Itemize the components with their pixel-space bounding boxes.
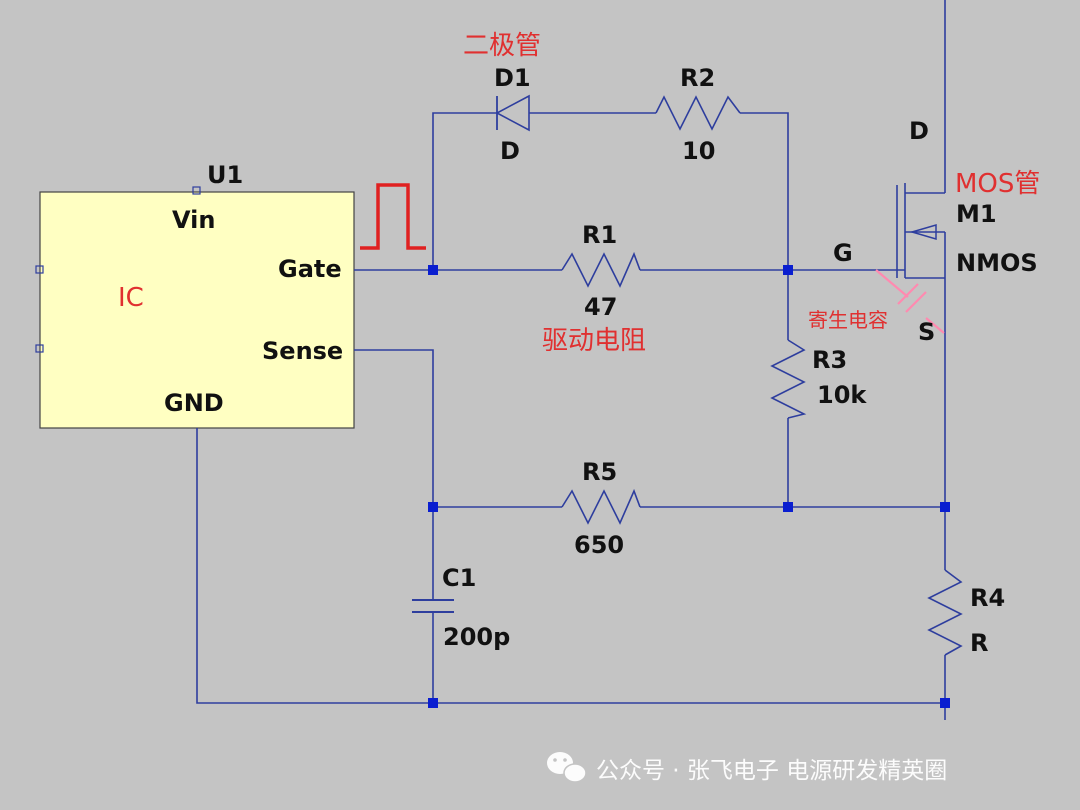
ic-block[interactable] <box>39 191 355 429</box>
ic-pin-sense-label: Sense <box>262 337 343 365</box>
r3-ref-label: R3 <box>812 346 847 374</box>
r2-value-label: 10 <box>682 137 715 165</box>
watermark-text: 公众号 · 张飞电子 电源研发精英圈 <box>596 758 947 784</box>
nmos-m1[interactable] <box>896 183 946 279</box>
parasitic-capacitor-marker <box>875 269 945 334</box>
junction-nodes <box>428 265 950 708</box>
resistor-r5[interactable] <box>561 488 641 525</box>
r4-value-label: R <box>970 629 988 657</box>
annotation-diode: 二极管 <box>463 31 541 61</box>
m1-value-label: NMOS <box>956 249 1038 277</box>
r5-value-label: 650 <box>574 531 624 559</box>
r5-ref-label: R5 <box>582 458 617 486</box>
ic-pin-vin-label: Vin <box>172 206 215 234</box>
ic-pin-marker-top <box>192 186 201 195</box>
resistor-r4[interactable] <box>927 569 963 656</box>
annotation-mos: MOS管 <box>955 169 1040 199</box>
r3-value-label: 10k <box>817 381 867 409</box>
ic-pin-gnd-label: GND <box>164 389 224 417</box>
ic-name-label: IC <box>118 283 144 313</box>
m1-pin-s-label: S <box>918 318 935 346</box>
ic-pin-marker-left-2 <box>35 344 44 353</box>
d1-ref-label: D1 <box>494 64 531 92</box>
diode-d1[interactable] <box>495 94 530 132</box>
resistor-r2[interactable] <box>655 95 741 131</box>
gate-pulse-symbol <box>360 183 426 250</box>
ic-pin-marker-left-1 <box>35 265 44 274</box>
annotation-parasitic-cap: 寄生电容 <box>808 308 888 332</box>
c1-value-label: 200p <box>443 623 510 651</box>
m1-ref-label: M1 <box>956 200 997 228</box>
ic-pin-gate-label: Gate <box>278 255 342 283</box>
capacitor-c1[interactable] <box>412 599 454 613</box>
r1-value-label: 47 <box>584 293 617 321</box>
ic-ref-label: U1 <box>207 161 243 189</box>
wires <box>196 0 946 720</box>
watermark: 公众号 · 张飞电子 电源研发精英圈 <box>547 752 947 784</box>
wechat-icon <box>547 752 587 783</box>
r2-ref-label: R2 <box>680 64 715 92</box>
r1-ref-label: R1 <box>582 221 617 249</box>
resistor-r1[interactable] <box>561 251 641 288</box>
m1-pin-g-label: G <box>833 239 853 267</box>
c1-ref-label: C1 <box>442 564 476 592</box>
annotation-drive-resistor: 驱动电阻 <box>542 326 646 356</box>
m1-pin-d-label: D <box>909 117 929 145</box>
r4-ref-label: R4 <box>970 584 1005 612</box>
resistor-r3[interactable] <box>770 339 807 419</box>
d1-value-label: D <box>500 137 520 165</box>
